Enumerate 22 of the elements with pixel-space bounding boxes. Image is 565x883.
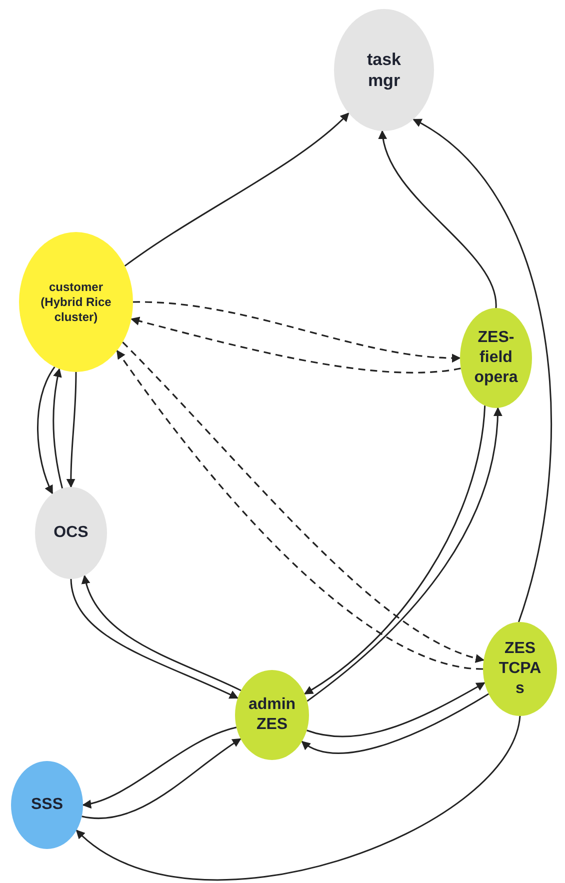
arrow bbox=[37, 366, 56, 494]
arrow bbox=[412, 118, 552, 622]
dashed-arrow bbox=[132, 301, 461, 362]
arrow bbox=[82, 574, 242, 692]
arrow bbox=[82, 726, 237, 808]
dashed-arrow bbox=[130, 316, 461, 374]
arrow bbox=[306, 682, 486, 738]
node-label: customer (Hybrid Rice cluster) bbox=[40, 280, 112, 324]
arrow bbox=[301, 693, 489, 754]
node-label: ZES-field opera bbox=[473, 328, 519, 388]
arrow bbox=[52, 368, 64, 489]
node-label: SSS bbox=[30, 795, 63, 815]
arrow bbox=[82, 738, 242, 820]
arrow bbox=[124, 112, 350, 267]
arrow bbox=[76, 716, 521, 880]
arrow bbox=[66, 372, 77, 488]
node-label: ZES TCPA s bbox=[498, 639, 542, 699]
node-label: admin ZES bbox=[247, 695, 297, 735]
arrow bbox=[379, 130, 497, 308]
node-label: task mgr bbox=[366, 48, 402, 92]
arrow bbox=[70, 578, 238, 699]
node-label: OCS bbox=[54, 523, 88, 543]
